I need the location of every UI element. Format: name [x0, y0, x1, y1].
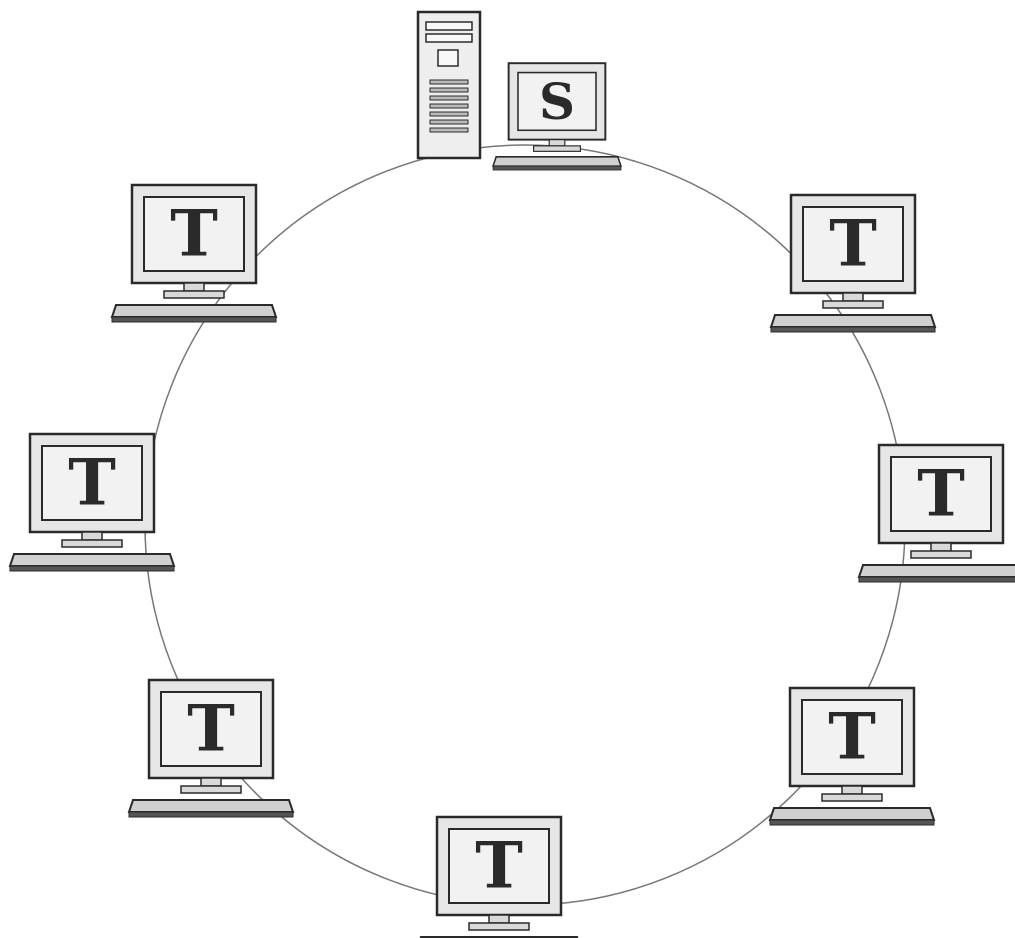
terminal-node[interactable]: T [768, 686, 936, 827]
terminal-node[interactable]: T [110, 183, 278, 324]
server-tower-icon[interactable] [416, 10, 482, 160]
terminal-label: T [187, 692, 235, 767]
terminal-node[interactable]: T [769, 193, 937, 334]
terminal-label: T [475, 829, 523, 904]
terminal-label: T [828, 700, 876, 775]
terminal-label: T [829, 207, 877, 282]
server-workstation[interactable]: S [492, 62, 622, 172]
terminal-node[interactable]: T [8, 432, 176, 573]
terminal-label: T [917, 457, 965, 532]
terminal-node[interactable]: T [857, 443, 1015, 584]
terminal-node[interactable]: T [127, 678, 295, 819]
server-label: S [539, 72, 575, 131]
terminal-node[interactable]: T [415, 815, 583, 938]
terminal-label: T [68, 446, 116, 521]
terminal-label: T [170, 197, 218, 272]
